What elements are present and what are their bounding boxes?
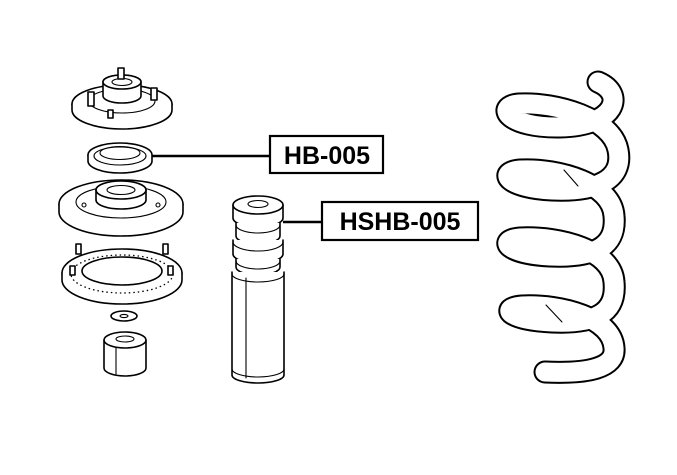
callout-hshb-005: HSHB-005 <box>283 200 480 242</box>
callout-box-hb <box>268 134 385 175</box>
callout-label-hshb-005: HSHB-005 <box>340 208 461 236</box>
strut-mount <box>71 67 173 130</box>
callout-box-hshb <box>320 200 480 242</box>
bushing <box>103 331 147 377</box>
washer <box>110 310 138 322</box>
dust-boot-hshb-005 <box>231 195 285 384</box>
callout-hb-005: HB-005 <box>152 134 385 175</box>
callout-label-hb-005: HB-005 <box>284 142 370 170</box>
bearing-hb-005 <box>87 142 153 174</box>
insulator-ring <box>61 243 183 305</box>
spring-seat <box>58 179 184 237</box>
coil-spring <box>495 70 631 384</box>
